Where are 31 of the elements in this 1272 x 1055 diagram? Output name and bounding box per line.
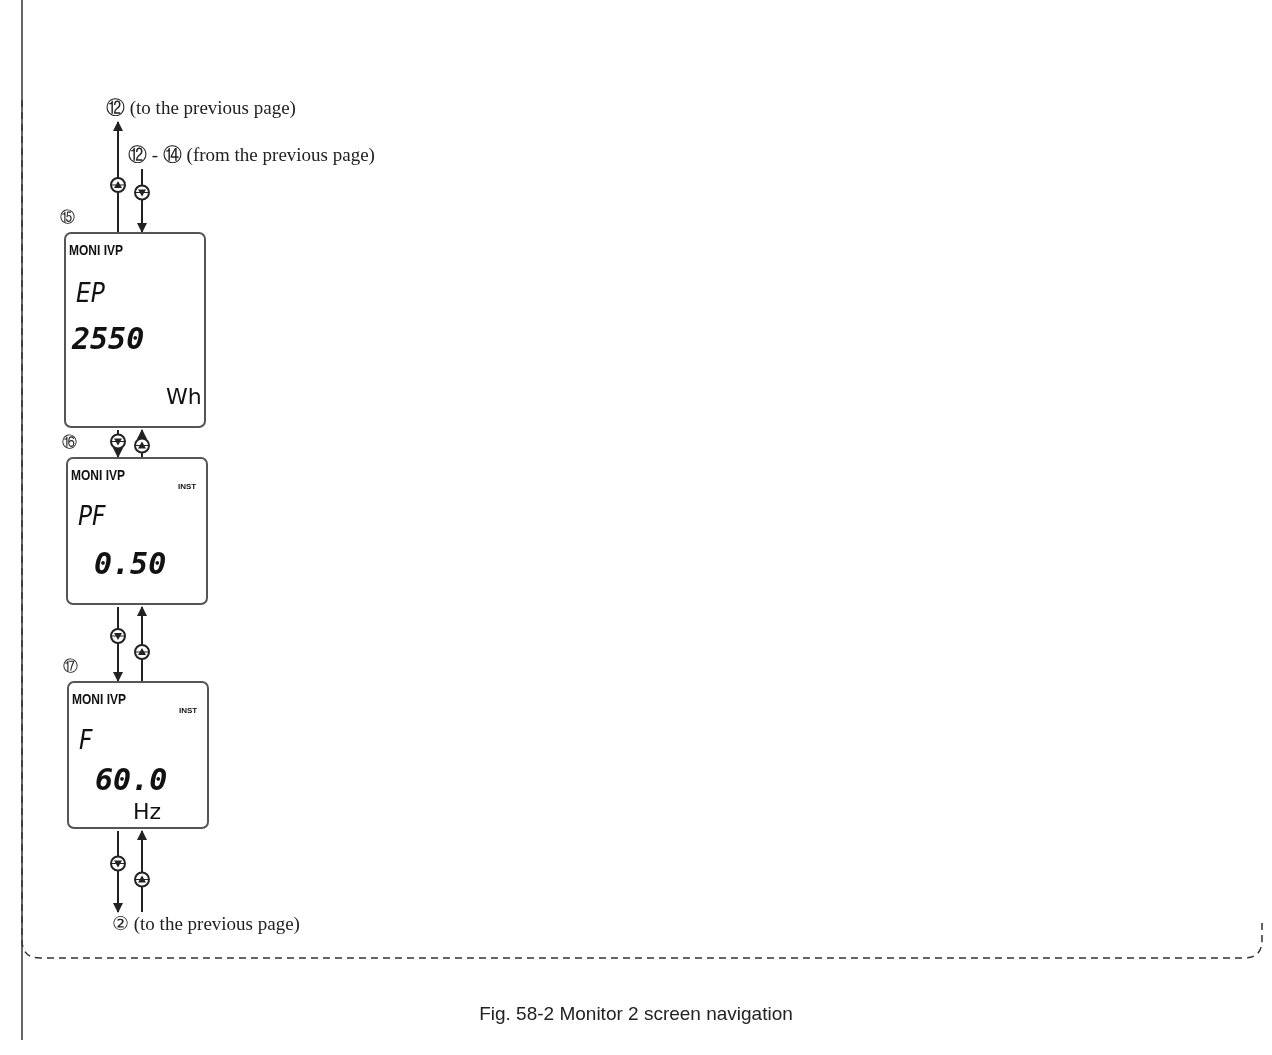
lcd-unit-text: Wh: [166, 386, 202, 408]
lcd-mode-text: MONI IVP: [71, 467, 125, 482]
navigation-note: ② (to the previous page): [112, 912, 300, 936]
arrow: [137, 606, 147, 682]
lcd-label-text: PF: [78, 503, 106, 529]
arrow: [113, 606, 123, 682]
lcd-value-text: 0.50: [94, 549, 167, 579]
callout-number: ⑰: [63, 659, 78, 674]
lcd-inst-text: INST: [178, 483, 197, 491]
lcd-value-text: 2550: [72, 324, 145, 354]
lcd-screen: [64, 232, 206, 428]
callout-number: ⑯: [62, 435, 77, 450]
lcd-label-text: F: [79, 727, 93, 753]
lcd-screen: [67, 681, 209, 829]
arrow: [113, 830, 123, 913]
navigation-note: ⑫ (to the previous page): [106, 96, 296, 120]
navigation-note: ⑫ - ⑭ (from the previous page): [128, 143, 375, 167]
arrow: [113, 429, 123, 458]
lcd-unit-text: Hz: [133, 801, 162, 823]
callout-number: ⑮: [60, 210, 75, 225]
lcd-screen: [66, 457, 208, 605]
arrow: [113, 121, 123, 233]
arrow: [137, 168, 147, 233]
lcd-label-text: EP: [76, 280, 105, 306]
lcd-mode-text: MONI IVP: [69, 242, 123, 257]
figure-caption: Fig. 58-2 Monitor 2 screen navigation: [478, 1003, 794, 1025]
lcd-value-text: 60.0: [95, 765, 168, 795]
lcd-mode-text: MONI IVP: [72, 691, 126, 706]
lcd-inst-text: INST: [179, 707, 198, 715]
arrow: [137, 429, 147, 458]
arrow: [137, 830, 147, 913]
